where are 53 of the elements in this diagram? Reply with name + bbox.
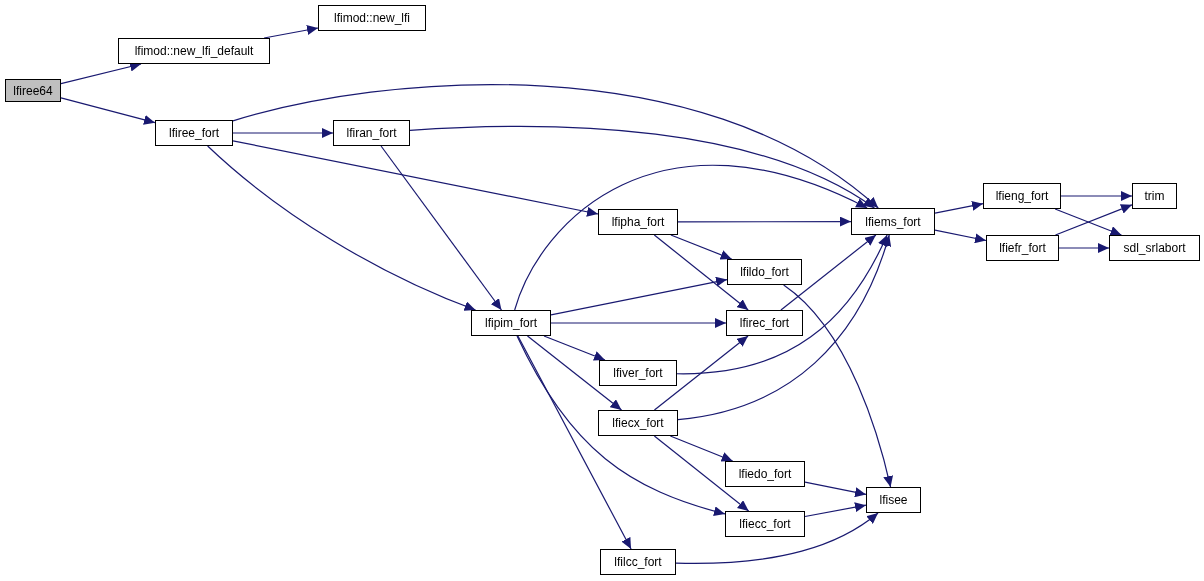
call-arrow <box>783 284 893 488</box>
function-box: lfiran_fort <box>333 120 410 146</box>
call-arrow <box>1058 243 1110 253</box>
call-arrow <box>526 335 623 411</box>
call-arrow <box>804 481 867 498</box>
function-box: lfilcc_fort <box>600 549 676 575</box>
function-box: lfiree_fort <box>155 120 233 146</box>
function-box: lfieng_fort <box>983 183 1061 209</box>
call-arrow <box>409 125 875 209</box>
function-box: lfipha_fort <box>598 209 678 235</box>
call-arrow <box>934 229 987 244</box>
function-box: lfiree64 <box>5 79 61 102</box>
call-arrow <box>517 335 632 550</box>
call-arrow <box>380 145 503 311</box>
call-arrow <box>1054 208 1122 236</box>
call-arrow <box>804 502 867 518</box>
function-box: lfimod::new_lfi_default <box>118 38 270 64</box>
call-arrow <box>550 318 727 328</box>
call-arrow <box>550 276 728 316</box>
function-box: lfimod::new_lfi <box>318 5 426 31</box>
call-arrow <box>60 97 156 125</box>
call-arrow <box>207 145 477 311</box>
call-arrow <box>516 335 726 516</box>
call-arrow <box>653 435 750 512</box>
call-arrow <box>1054 204 1133 236</box>
call-arrow <box>669 435 734 462</box>
call-arrow <box>780 234 877 311</box>
call-arrow <box>232 84 879 209</box>
call-arrow <box>1060 191 1133 201</box>
call-arrow <box>514 165 868 311</box>
call-arrow <box>670 234 733 260</box>
call-arrow <box>653 335 749 411</box>
function-box: lfiecc_fort <box>725 511 805 537</box>
call-arrow <box>677 216 852 227</box>
function-box: lfiecx_fort <box>598 410 678 436</box>
function-box: lfipim_fort <box>471 310 551 336</box>
function-box: lfildo_fort <box>727 259 802 285</box>
call-arrow <box>934 200 984 214</box>
function-box: lfiems_fort <box>851 208 935 235</box>
call-arrow <box>675 512 879 564</box>
function-box: sdl_srlabort <box>1109 235 1200 261</box>
call-arrow <box>676 234 888 375</box>
call-arrow <box>232 140 599 217</box>
function-box: lfisee <box>866 487 921 513</box>
function-box: lfirec_fort <box>726 310 803 336</box>
call-arrow <box>677 234 891 421</box>
call-arrow <box>543 335 606 361</box>
function-box: lfiedo_fort <box>725 461 805 487</box>
function-box: lfiver_fort <box>599 360 677 386</box>
call-arrow <box>232 128 334 138</box>
call-arrow <box>653 234 749 311</box>
function-box: lfiefr_fort <box>986 235 1059 261</box>
function-box: trim <box>1132 183 1177 209</box>
